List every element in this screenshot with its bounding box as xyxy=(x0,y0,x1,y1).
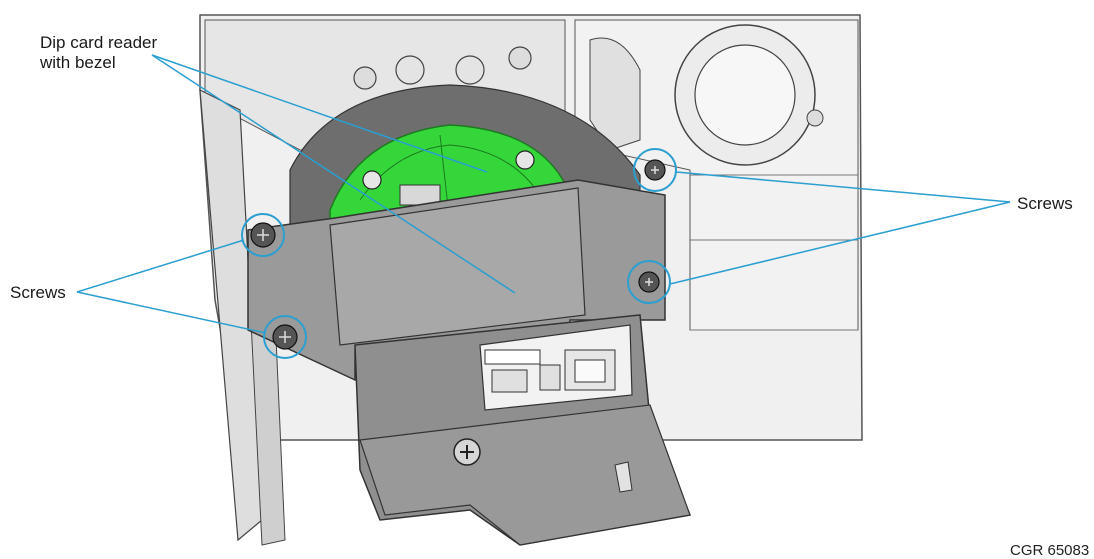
screw-upper-left xyxy=(241,213,285,257)
bezel-bracket xyxy=(247,150,692,546)
label-screws-right: Screws xyxy=(1017,194,1073,213)
label-dip-card-reader-line2: with bezel xyxy=(40,53,116,72)
leader-screws-right-lower xyxy=(669,201,1011,285)
figure-id: CGR 65083 xyxy=(1010,542,1090,559)
leader-screws-left-upper xyxy=(76,239,245,293)
screw-upper-right xyxy=(633,148,677,192)
label-dip-card-reader-line1: Dip card reader xyxy=(40,33,158,52)
leader-screws-right-upper xyxy=(675,171,1011,203)
callout-lines xyxy=(76,54,1011,334)
label-dip-card-reader: Dip card reader with bezel xyxy=(40,33,157,73)
screw-lower-right xyxy=(627,260,671,304)
leader-screws-left-lower xyxy=(76,291,267,334)
bezel-cover-screw xyxy=(453,438,481,466)
leader-dip-reader-to-green xyxy=(151,54,488,173)
screw-lower-left xyxy=(263,315,307,359)
leader-dip-reader-to-bezel xyxy=(151,54,516,294)
label-screws-left: Screws xyxy=(10,283,66,302)
